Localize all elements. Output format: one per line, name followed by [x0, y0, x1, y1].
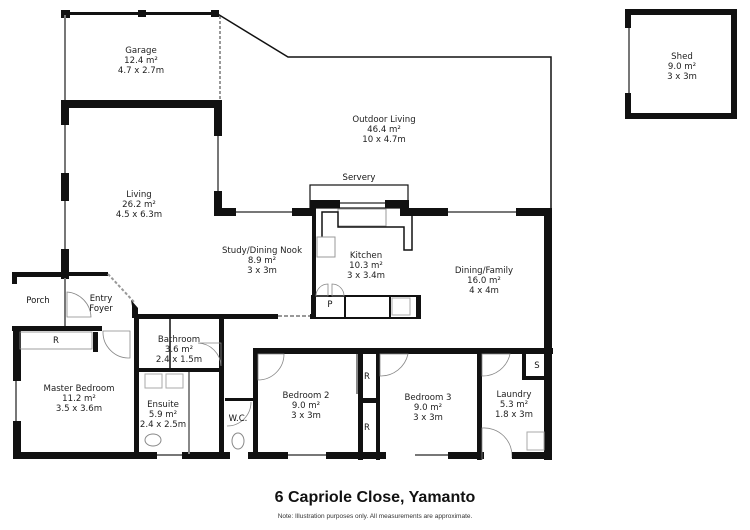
room-label-shed: Shed 9.0 m² 3 x 3m: [667, 52, 697, 82]
label-robe-master: R: [53, 336, 59, 346]
room-name: Bedroom 2: [282, 391, 330, 401]
room-label-ensuite: Ensuite 5.9 m² 2.4 x 2.5m: [140, 400, 186, 430]
label-robe-bed2: R: [364, 372, 370, 382]
room-dims: 3 x 3.4m: [346, 271, 386, 281]
room-name: Bedroom 3: [404, 393, 452, 403]
room-name: Bathroom: [157, 335, 201, 345]
room-area: 9.0 m²: [291, 401, 321, 411]
room-label-garage: Garage 12.4 m² 4.7 x 2.7m: [118, 46, 164, 76]
room-name: Laundry: [496, 390, 532, 400]
room-name: Study/Dining Nook: [221, 246, 303, 256]
label-robe-bed3: R: [364, 423, 370, 433]
room-dims: 4 x 4m: [469, 286, 499, 296]
room-dims: 2.4 x 2.5m: [139, 420, 187, 430]
disclaimer-note: Note: Illustration purposes only. All me…: [277, 513, 473, 520]
room-area: 5.3 m²: [499, 400, 529, 410]
room-area: 16.0 m²: [467, 276, 501, 286]
room-label-living: Living 26.2 m² 4.5 x 6.3m: [116, 190, 162, 220]
room-label-outdoor-living: Outdoor Living 46.4 m² 10 x 4.7m: [352, 115, 415, 145]
label-storage: S: [534, 361, 540, 371]
living-walls: [61, 100, 316, 279]
room-dims: 3 x 3m: [291, 411, 321, 421]
room-area: 9.0 m²: [667, 62, 697, 72]
bedroom-2-walls: [253, 348, 553, 460]
bedroom-3-laundry-walls: [379, 348, 552, 460]
room-area: 8.9 m²: [247, 256, 277, 266]
room-label-laundry: Laundry 5.3 m² 1.8 x 3m: [495, 390, 533, 420]
room-dims: 3 x 3m: [413, 413, 443, 423]
label-servery: Servery: [342, 173, 376, 183]
room-name: Ensuite: [147, 400, 179, 410]
room-area: 10.3 m²: [349, 261, 383, 271]
master-bedroom-walls: [13, 318, 230, 459]
room-dims: 4.5 x 6.3m: [115, 210, 163, 220]
room-dims: 3 x 3m: [667, 72, 697, 82]
room-name: Kitchen: [349, 251, 383, 261]
room-name: Living: [126, 190, 152, 200]
room-area: 5.9 m²: [148, 410, 178, 420]
shed-walls: [624, 9, 737, 119]
central-walls: [138, 314, 314, 319]
room-name: Master Bedroom: [43, 384, 115, 394]
property-title: 6 Capriole Close, Yamanto: [274, 489, 476, 506]
kitchen-walls: [309, 184, 552, 460]
room-area: 11.2 m²: [62, 394, 96, 404]
room-area: 12.4 m²: [124, 56, 158, 66]
room-label-study-dining-nook: Study/Dining Nook 8.9 m² 3 x 3m: [222, 246, 302, 276]
room-dims: 10 x 4.7m: [362, 135, 406, 145]
room-dims: 3.5 x 3.6m: [55, 404, 103, 414]
label-porch: Porch: [26, 296, 50, 306]
room-area: 46.4 m²: [367, 125, 401, 135]
room-area: 3.6 m²: [164, 345, 194, 355]
room-label-master-bedroom: Master Bedroom 11.2 m² 3.5 x 3.6m: [44, 384, 115, 414]
label-wc: W.C.: [228, 414, 248, 424]
room-label-bedroom-2: Bedroom 2 9.0 m² 3 x 3m: [282, 391, 329, 421]
room-dims: 2.4 x 1.5m: [155, 355, 203, 365]
bathroom-walls: [139, 318, 288, 459]
room-name: Outdoor Living: [352, 115, 416, 125]
label-pantry: P: [327, 300, 333, 310]
porch-entry-walls: [12, 272, 138, 331]
room-area: 9.0 m²: [413, 403, 443, 413]
label-entry: Entry: [89, 294, 113, 304]
room-name: Shed: [671, 52, 693, 62]
room-label-bathroom: Bathroom 3.6 m² 2.4 x 1.5m: [156, 335, 202, 365]
room-area: 26.2 m²: [122, 200, 156, 210]
room-name: Garage: [125, 46, 157, 56]
room-label-kitchen: Kitchen 10.3 m² 3 x 3.4m: [347, 251, 385, 281]
label-foyer: Foyer: [89, 304, 113, 314]
room-label-bedroom-3: Bedroom 3 9.0 m² 3 x 3m: [404, 393, 451, 423]
room-dims: 3 x 3m: [247, 266, 277, 276]
room-name: Dining/Family: [454, 266, 514, 276]
room-dims: 1.8 x 3m: [494, 410, 534, 420]
room-label-dining-family: Dining/Family 16.0 m² 4 x 4m: [455, 266, 513, 296]
garage-walls: [61, 10, 552, 210]
room-dims: 4.7 x 2.7m: [117, 66, 165, 76]
